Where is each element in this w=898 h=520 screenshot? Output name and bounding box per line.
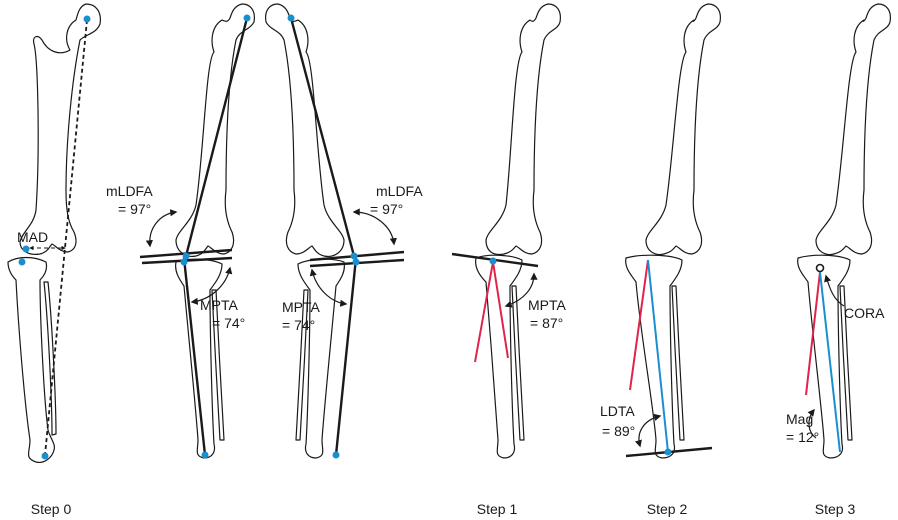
step2-tibia [625, 254, 683, 459]
step3-red-axis [805, 271, 821, 396]
left-femoral-head-point [243, 14, 251, 22]
step1-mpta-value: = 87° [530, 315, 563, 331]
right-ankle-point [332, 451, 340, 459]
left-fibula [211, 289, 225, 441]
right-tibia [297, 258, 345, 459]
step3-figure: CORA Mag = 12° [786, 3, 891, 459]
step3-femur [815, 3, 891, 256]
cora-point [815, 263, 825, 273]
step0-knee-point [22, 245, 30, 253]
left-ankle-point [201, 451, 209, 459]
right-angles-figure: mLDFA = 97° MPTA = 74° [265, 3, 423, 459]
left-angles-figure: mLDFA = 97° MPTA = 74° [106, 3, 255, 459]
step0-femur [19, 3, 101, 255]
right-mpta-arc [309, 268, 348, 307]
step3-blue-axis [819, 271, 841, 453]
mag-value: = 12° [786, 429, 819, 445]
step0-femoral-head-point [83, 15, 91, 23]
left-mpta-value: = 74° [212, 315, 245, 331]
step1-figure: MPTA = 87° [451, 3, 567, 459]
mad-label: MAD [17, 229, 48, 245]
step1-tibia [475, 254, 523, 459]
step1-femur [485, 3, 561, 256]
left-knee-point [182, 252, 190, 260]
left-knee-point-2 [180, 258, 188, 266]
step1-mpta-name: MPTA [528, 297, 567, 313]
step3-tibia [797, 254, 851, 459]
step2-fibula [671, 285, 685, 441]
step1-fibula [511, 285, 525, 441]
cora-label: CORA [844, 305, 885, 321]
step3-fibula [839, 285, 853, 441]
left-femoral-axis [184, 17, 249, 257]
right-mldfa-arc [352, 208, 397, 246]
right-tibial-axis [334, 257, 358, 456]
left-mpta-name: MPTA [200, 297, 239, 313]
step2-blue-axis [647, 259, 669, 453]
step1-red-axis [474, 261, 494, 363]
left-femur [175, 3, 255, 257]
step0-figure: MAD [7, 3, 101, 463]
left-mpta-arc [190, 266, 233, 305]
step0-mechanical-axis [44, 19, 88, 456]
step1-red-axis-2 [492, 261, 509, 359]
ldta-name: LDTA [600, 403, 635, 419]
step2-figure: LDTA = 89° [600, 3, 721, 459]
left-mldfa-value: = 97° [118, 201, 151, 217]
step2-caption: Step 2 [647, 501, 688, 517]
step1-knee-point [489, 257, 497, 265]
right-fibula [295, 289, 309, 441]
mag-name: Mag [786, 411, 813, 427]
step2-femur [645, 3, 721, 256]
left-tibial-axis [182, 257, 207, 456]
left-mldfa-name: mLDFA [106, 183, 153, 199]
right-femoral-head-point [287, 14, 295, 22]
step0-caption: Step 0 [31, 501, 72, 517]
right-knee-point-2 [352, 258, 360, 266]
right-knee-point [350, 252, 358, 260]
right-femur [265, 3, 345, 257]
right-mpta-name: MPTA [282, 299, 321, 315]
left-mldfa-arc [145, 209, 178, 248]
step2-red-axis [629, 259, 649, 391]
step0-tibial-point [18, 258, 26, 266]
step0-tibia [7, 256, 57, 463]
cora-pointer [824, 274, 845, 307]
step3-caption: Step 3 [815, 501, 856, 517]
right-mldfa-name: mLDFA [376, 183, 423, 199]
right-mpta-value: = 74° [282, 317, 315, 333]
step2-ldta-arc [634, 413, 662, 448]
right-femoral-axis [289, 17, 356, 257]
step2-ankle-point [664, 448, 672, 456]
step0-ankle-point [41, 452, 49, 460]
step1-caption: Step 1 [477, 501, 518, 517]
mag-pointer [807, 408, 817, 439]
step1-mpta-arc [504, 272, 538, 308]
ldta-value: = 89° [602, 423, 635, 439]
right-mldfa-value: = 97° [370, 201, 403, 217]
